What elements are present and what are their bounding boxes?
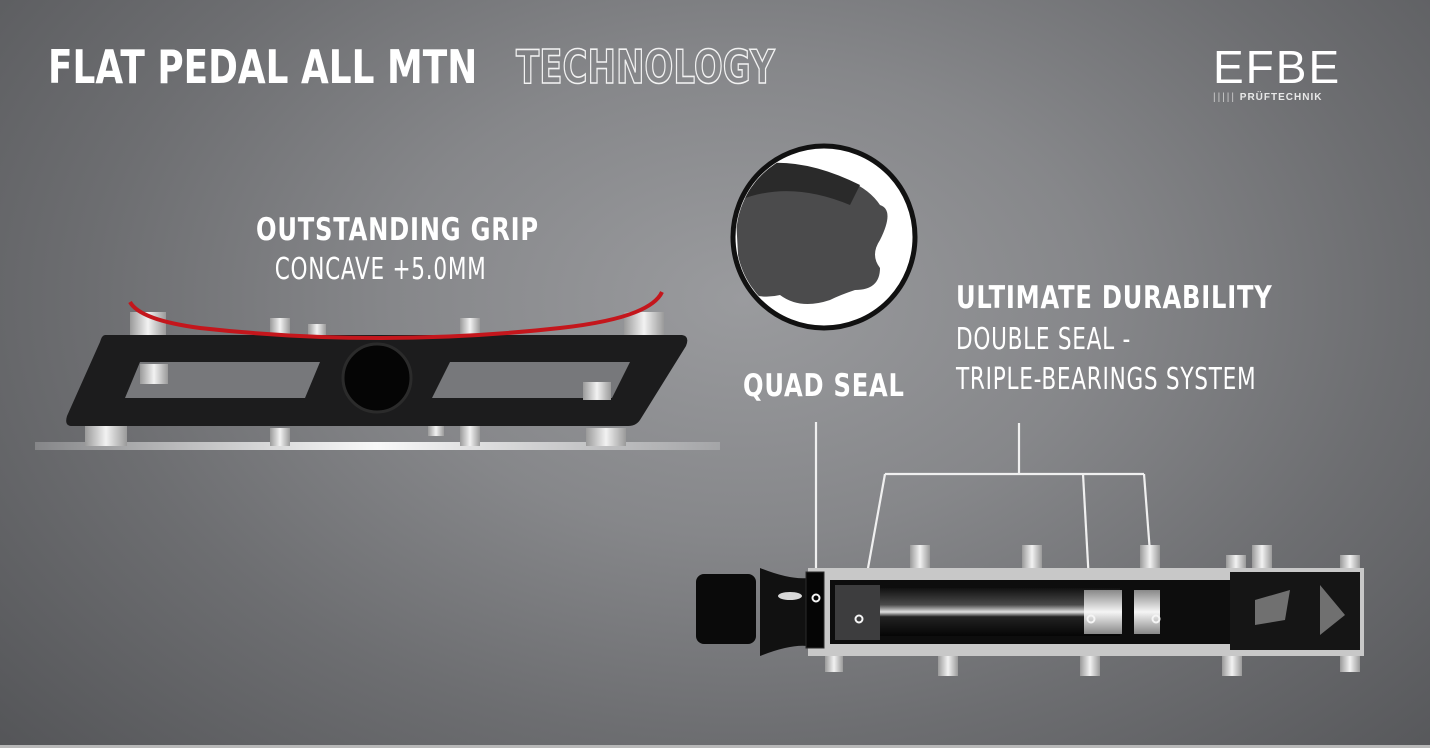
logo-subtitle-text: PRÜFTECHNIK xyxy=(1239,92,1323,103)
pedal-cross-section xyxy=(696,545,1364,676)
durability-detail-line2: TRIPLE-BEARINGS SYSTEM xyxy=(956,362,1257,397)
logo-brand: EFBE xyxy=(1213,41,1342,93)
efbe-logo: EFBE ||||| PRÜFTECHNIK xyxy=(1213,44,1341,103)
grip-heading: OUTSTANDING GRIP xyxy=(256,212,539,248)
quad-seal-inset xyxy=(730,143,918,331)
logo-subtitle: ||||| PRÜFTECHNIK xyxy=(1213,92,1341,103)
bottom-edge xyxy=(0,745,1430,748)
feature-quad-seal: QUAD SEAL xyxy=(743,368,950,404)
feature-grip: OUTSTANDING GRIP CONCAVE +5.0MM xyxy=(256,212,619,287)
grip-detail: CONCAVE +5.0MM xyxy=(274,252,487,287)
durability-detail-line1: DOUBLE SEAL - xyxy=(956,322,1132,357)
quad-seal-heading: QUAD SEAL xyxy=(743,368,905,404)
title-solid: FLAT PEDAL ALL MTN xyxy=(48,40,478,94)
durability-heading: ULTIMATE DURABILITY xyxy=(956,280,1273,316)
flat-pedal-side-view xyxy=(35,291,720,450)
logo-ticks: ||||| xyxy=(1213,92,1236,103)
page-title: FLAT PEDAL ALL MTN TECHNOLOGY xyxy=(48,39,775,95)
title-outline: TECHNOLOGY xyxy=(515,39,775,95)
feature-durability: ULTIMATE DURABILITY DOUBLE SEAL - TRIPLE… xyxy=(956,280,1373,400)
